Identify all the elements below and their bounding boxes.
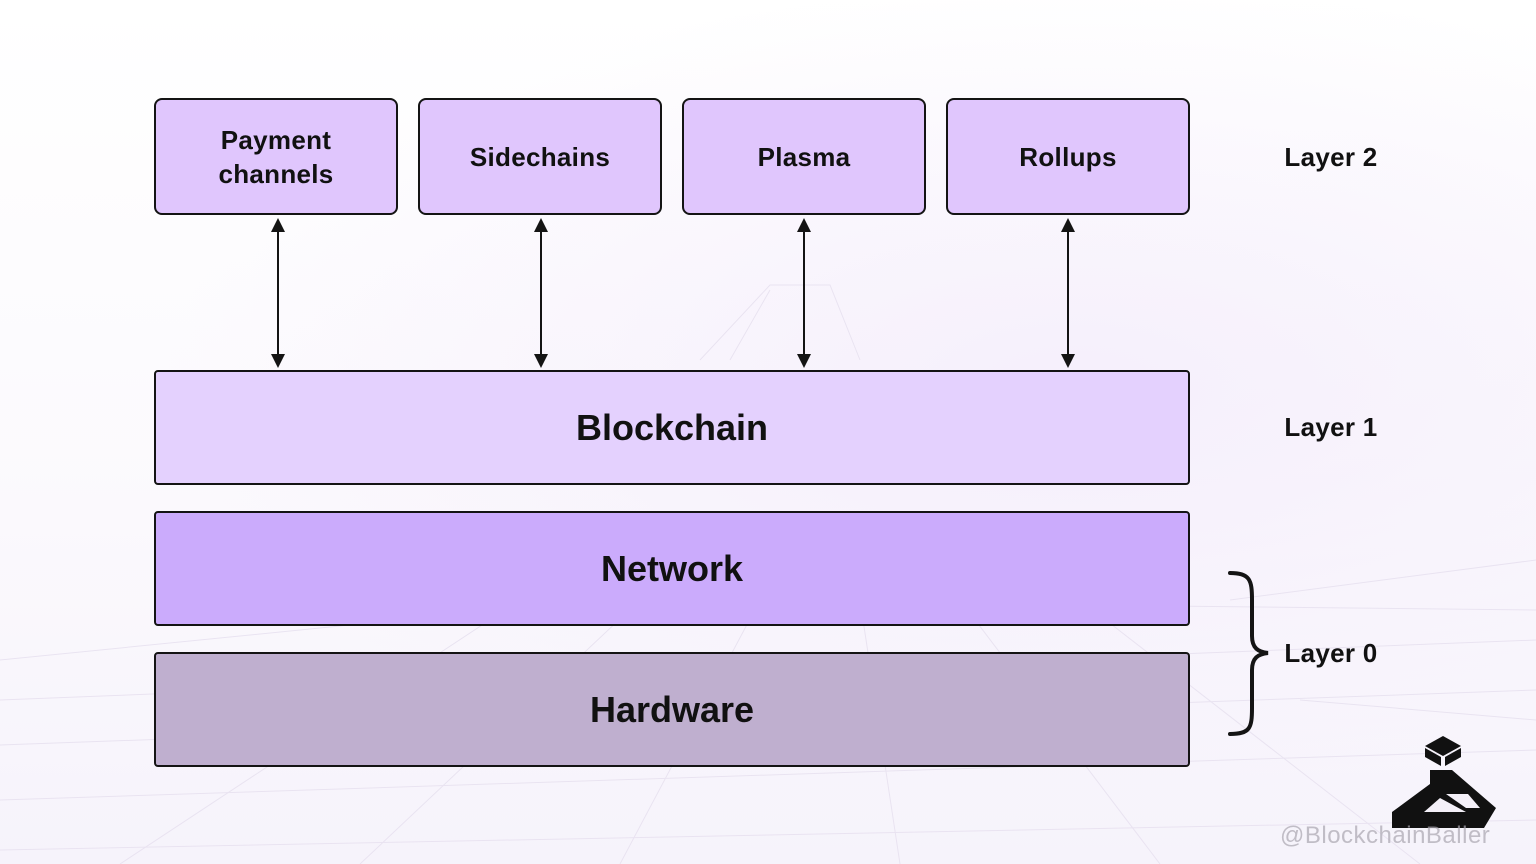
arrow-payment-channels: [271, 218, 285, 368]
network-box: Network: [154, 511, 1190, 626]
layer-2-label: Layer 2: [1284, 142, 1378, 172]
plasma-label: Plasma: [757, 141, 851, 172]
plasma-box: Plasma: [682, 98, 926, 215]
arrow-rollups: [1061, 218, 1075, 368]
arrow-plasma: [797, 218, 811, 368]
blockchain-box: Blockchain: [154, 370, 1190, 485]
blockchain-label: Blockchain: [575, 406, 769, 448]
payment-channels-label: Payment channels: [218, 124, 334, 189]
watermark-text: @BlockchainBaller: [1280, 822, 1491, 849]
layer-1-label: Layer 1: [1284, 412, 1378, 442]
payment-channels-box: Payment channels: [154, 98, 398, 215]
sidechains-box: Sidechains: [418, 98, 662, 215]
hardware-box: Hardware: [154, 652, 1190, 767]
sidechains-label: Sidechains: [469, 141, 611, 172]
arrow-sidechains: [534, 218, 548, 368]
rollups-box: Rollups: [946, 98, 1190, 215]
network-label: Network: [600, 547, 744, 589]
hardware-label: Hardware: [589, 688, 755, 730]
layer-0-label: Layer 0: [1284, 638, 1378, 668]
rollups-label: Rollups: [1019, 141, 1117, 172]
